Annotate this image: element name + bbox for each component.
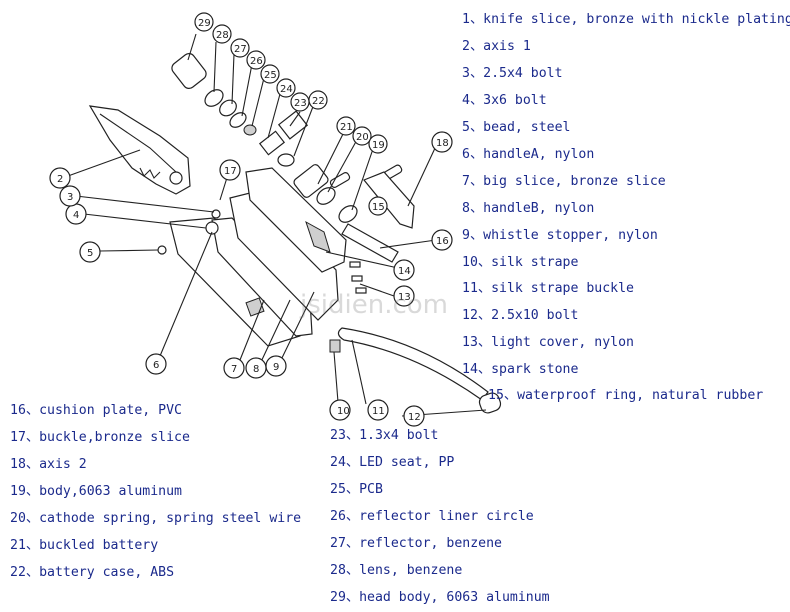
callout-13: 13 [398, 292, 411, 303]
callout-4: 4 [73, 210, 79, 221]
callout-18: 18 [436, 138, 449, 149]
callout-5: 5 [87, 248, 93, 259]
legend-item-12: 12、2.5x10 bolt [462, 308, 579, 323]
callout-circles [49, 12, 453, 427]
callout-16: 16 [436, 236, 449, 247]
legend-item-11: 11、silk strape buckle [462, 281, 634, 296]
callout-26: 26 [250, 56, 263, 67]
callout-19: 19 [372, 140, 385, 151]
callout-23: 23 [294, 98, 307, 109]
callout-29: 29 [198, 18, 211, 29]
callout-3: 3 [67, 192, 73, 203]
legend-item-17: 17、buckle,bronze slice [10, 430, 190, 445]
callout-11: 11 [372, 406, 385, 417]
legend-item-22: 22、battery case, ABS [10, 565, 175, 580]
legend-item-28: 28、lens, benzene [330, 563, 463, 578]
legend-item-14: 14、spark stone [462, 362, 579, 377]
callout-27: 27 [234, 44, 247, 55]
callout-28: 28 [216, 30, 229, 41]
callout-7: 7 [231, 364, 237, 375]
legend-item-27: 27、reflector, benzene [330, 536, 502, 551]
legend-item-24: 24、LED seat, PP [330, 455, 455, 470]
light-cover-drawing [245, 167, 347, 273]
callout-24: 24 [280, 84, 293, 95]
legend-item-18: 18、axis 2 [10, 457, 87, 472]
legend-item-10: 10、silk strape [462, 255, 579, 270]
legend-item-26: 26、reflector liner circle [330, 509, 534, 524]
callout-6: 6 [153, 360, 159, 371]
legend-item-19: 19、body,6063 aluminum [10, 484, 182, 499]
legend-item-20: 20、cathode spring, spring steel wire [10, 511, 302, 526]
legend-item-13: 13、light cover, nylon [462, 335, 634, 350]
flashlight-parts-drawing [171, 52, 415, 263]
legend-item-16: 16、cushion plate, PVC [10, 403, 182, 418]
callout-20: 20 [356, 132, 369, 143]
callout-25: 25 [264, 70, 277, 81]
watermark: jsidien.com [300, 290, 448, 320]
callout-8: 8 [253, 364, 259, 375]
legend-item-15: 15、waterproof ring, natural rubber [488, 388, 764, 403]
callout-10: 10 [337, 406, 350, 417]
legend-item-4: 4、3x6 bolt [462, 93, 547, 108]
legend-item-9: 9、whistle stopper, nylon [462, 228, 658, 243]
strap-drawing [337, 327, 502, 414]
legend-item-3: 3、2.5x4 bolt [462, 66, 563, 81]
callout-9: 9 [273, 362, 279, 373]
legend-item-2: 2、axis 1 [462, 39, 531, 54]
callout-numbers: 29 28 27 26 25 24 23 22 21 20 19 18 17 1… [57, 18, 449, 423]
legend-item-25: 25、PCB [330, 482, 383, 497]
callout-14: 14 [398, 266, 411, 277]
legend-item-23: 23、1.3x4 bolt [330, 428, 439, 443]
callout-17: 17 [224, 166, 237, 177]
legend-item-1: 1、knife slice, bronze with nickle platin… [462, 12, 790, 27]
legend-item-5: 5、bead, steel [462, 120, 571, 135]
callout-15: 15 [372, 202, 385, 213]
legend-item-21: 21、buckled battery [10, 538, 159, 553]
callout-2: 2 [57, 174, 63, 185]
legend-item-6: 6、handleA, nylon [462, 147, 595, 162]
callout-21: 21 [340, 122, 353, 133]
legend-item-29: 29、head body, 6063 aluminum [330, 590, 550, 605]
legend-item-8: 8、handleB, nylon [462, 201, 595, 216]
leader-lines [67, 33, 487, 417]
callout-22: 22 [312, 96, 325, 107]
legend-item-7: 7、big slice, bronze slice [462, 174, 666, 189]
callout-12: 12 [408, 412, 421, 423]
